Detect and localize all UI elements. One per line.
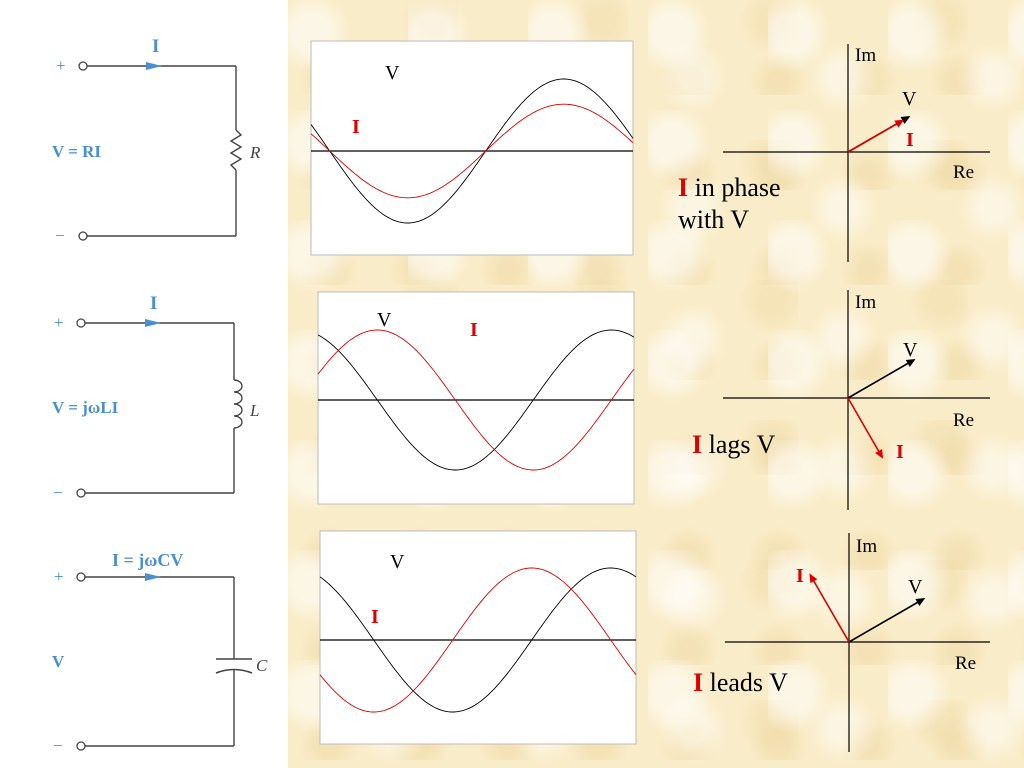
voltage-phasor — [848, 600, 921, 643]
circuit-resistor: + I R − V = RI — [52, 36, 261, 245]
element-label: R — [249, 143, 261, 162]
terminal-top — [78, 61, 88, 71]
voltage-phasor — [847, 361, 911, 399]
current-label: I — [152, 36, 159, 57]
current-phasor — [847, 121, 900, 153]
voltage-wave — [317, 329, 635, 471]
current-phasor-label: I — [796, 565, 804, 587]
terminal-bottom — [78, 231, 88, 241]
voltage-phasor-arrowhead-icon — [900, 116, 911, 124]
plus-terminal-label: + — [54, 313, 64, 332]
voltage-wave — [319, 567, 637, 713]
current-arrow-icon — [145, 573, 161, 581]
terminal-top — [76, 318, 86, 328]
current-equation-label: I = jωCV — [112, 550, 183, 570]
terminal-bottom — [76, 488, 86, 498]
inductor-icon — [233, 379, 243, 429]
current-arrow-icon — [145, 319, 161, 327]
voltage-phasor-label: V — [902, 88, 917, 110]
resistor-icon — [229, 129, 243, 171]
voltage-wave-label: V — [385, 62, 400, 84]
voltage-phasor-label: V — [908, 576, 923, 598]
voltage-phasor-label: V — [903, 339, 918, 361]
caption-inductor: I lags V — [692, 429, 775, 461]
current-wave-label: I — [352, 116, 360, 138]
terminal-top — [76, 572, 86, 582]
phasor-diagram-resistor: Im Re V I — [723, 44, 990, 262]
plot-frame — [310, 40, 634, 256]
waveform-plot-resistor: V I — [310, 40, 634, 256]
caption-text-line1: leads V — [703, 668, 788, 697]
caption-highlight: I — [692, 430, 703, 459]
current-wave — [319, 567, 637, 713]
circuit-capacitor: + I = jωCV C − V — [52, 550, 268, 755]
voltage-wave-label: V — [390, 551, 405, 573]
current-wave-label: I — [470, 319, 478, 341]
voltage-phasor-arrowhead-icon — [915, 598, 926, 606]
current-phasor — [847, 397, 881, 454]
caption-text-line1: in phase — [688, 173, 781, 202]
current-arrow-icon — [146, 62, 162, 70]
current-label: I — [150, 293, 157, 314]
plus-terminal-label: + — [54, 567, 64, 586]
element-label: C — [256, 656, 268, 675]
plot-frame — [319, 530, 637, 745]
current-phasor-arrowhead-icon — [809, 573, 818, 584]
circuit-inductor: + I L − V = jωLI — [52, 293, 259, 502]
current-phasor-label: I — [896, 441, 904, 463]
caption-text-line1: lags V — [702, 430, 776, 459]
equation-label: V = RI — [52, 142, 101, 161]
caption-text-line2: with V — [678, 205, 750, 234]
current-phasor-arrowhead-icon — [875, 449, 884, 459]
minus-terminal-label: − — [53, 483, 63, 502]
waveform-plot-inductor: V I — [317, 291, 635, 505]
current-phasor-label: I — [906, 129, 914, 151]
capacitor-icon — [215, 658, 253, 674]
im-axis-label: Im — [855, 45, 876, 66]
phasor-diagram-capacitor: Im Re V I — [725, 533, 990, 752]
re-axis-label: Re — [955, 653, 976, 674]
circuits-panel — [0, 0, 288, 768]
capacitor-plate-bottom — [215, 668, 253, 674]
caption-highlight: I — [693, 668, 704, 697]
im-axis-label: Im — [855, 292, 876, 313]
current-phasor-arrowhead-icon — [894, 119, 905, 128]
plus-terminal-label: + — [56, 56, 66, 75]
current-wave-label: I — [371, 606, 379, 628]
voltage-wave-label: V — [377, 309, 392, 331]
plot-frame — [317, 291, 635, 505]
phasor-diagram-inductor: Im Re V I — [723, 290, 990, 510]
voltage-phasor-arrowhead-icon — [905, 359, 916, 367]
current-phasor — [811, 578, 850, 643]
current-wave — [317, 329, 635, 471]
terminal-bottom — [76, 741, 86, 751]
element-label: L — [249, 401, 259, 420]
re-axis-label: Re — [953, 162, 974, 183]
caption-highlight: I — [678, 173, 689, 202]
caption-resistor: I in phase with V — [678, 172, 781, 236]
im-axis-label: Im — [856, 536, 877, 557]
re-axis-label: Re — [953, 410, 974, 431]
minus-terminal-label: − — [53, 736, 63, 755]
waveform-plot-capacitor: V I — [319, 530, 637, 745]
voltage-wave — [310, 78, 634, 224]
equation-label: V — [52, 652, 65, 671]
minus-terminal-label: − — [55, 226, 65, 245]
equation-label: V = jωLI — [52, 398, 119, 417]
current-wave — [310, 103, 634, 199]
caption-capacitor: I leads V — [693, 667, 788, 699]
